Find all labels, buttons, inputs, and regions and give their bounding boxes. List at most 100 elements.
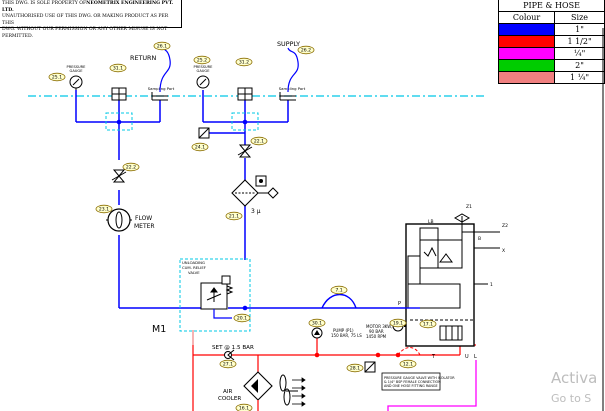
- component-tag: 22.2: [122, 162, 140, 172]
- ownership-note-line2: UNAUTHORISED USE OF THIS DWG. OR MAKING …: [2, 14, 169, 26]
- supply-branch: [202, 90, 289, 260]
- filter-micron-label: 3 μ: [251, 208, 261, 215]
- component-tag: 25.1: [48, 72, 66, 82]
- sampling-port-label: Sampling Port: [148, 86, 175, 91]
- supply-label: SUPPLY: [277, 40, 300, 48]
- ownership-note-line1: THIS DWG. IS SOLE PROPERTY OF: [2, 1, 87, 6]
- power-pack-block: [405, 213, 500, 347]
- flow-meter-label: METER: [134, 223, 155, 230]
- component-tag: 28.1: [346, 363, 364, 373]
- component-tag: 25.2: [193, 55, 211, 65]
- component-tag: 30.1: [308, 318, 326, 328]
- gauge-note: PRESSURE GAUGE VALVE WITH ISOLATOR: [384, 376, 455, 380]
- unloading-valve-drain: [213, 309, 232, 319]
- ownership-note: THIS DWG. IS SOLE PROPERTY OFNEOMETRIX E…: [0, 0, 182, 39]
- watermark-line2: Go to S: [551, 392, 592, 405]
- unloading-valve-label: VALVE: [188, 270, 200, 275]
- component-tag: 23.1: [95, 204, 113, 214]
- component-tag-text: 16.1: [239, 406, 249, 411]
- legend-row: 1 ¼": [497, 71, 605, 84]
- component-tag-text: 28.1: [350, 366, 360, 372]
- pump-note: 150 BAR, 75 LS: [331, 333, 362, 338]
- component-tag-text: 25.1: [52, 75, 62, 81]
- flow-meter: [106, 208, 132, 232]
- motor-note: MOTOR 3KW,: [366, 324, 393, 329]
- component-tag: 20.1: [233, 313, 251, 323]
- needle-valve-center[interactable]: [237, 144, 253, 158]
- return-filter: [231, 175, 279, 207]
- component-tag-text: 21.1: [229, 214, 239, 220]
- component-tag-text: 20.1: [237, 316, 247, 322]
- tag-x: X: [502, 248, 505, 254]
- component-tag: 21.1: [225, 211, 243, 221]
- component-tag: 26.1: [153, 41, 171, 51]
- component-tag: 16.1: [235, 403, 253, 411]
- isolation-valve-left[interactable]: [111, 87, 127, 101]
- pressure-gauge-label: PRESSURE: [67, 65, 87, 69]
- junction-box-center: [231, 112, 259, 131]
- component-tag: 19.1: [389, 318, 407, 328]
- component-tag: 31.2: [235, 57, 253, 67]
- component-tag-text: 22.1: [254, 139, 264, 145]
- return-hose-dashed: [397, 347, 421, 356]
- legend-row: ¼": [497, 47, 605, 60]
- pipe-hose-legend: PIPE & HOSE Colour Size 1" 1 1/2" ¼" 2" …: [497, 0, 605, 84]
- tag-lb: LB: [428, 219, 434, 225]
- fan-icon: [279, 374, 298, 406]
- pressure-gauge-center: [196, 75, 210, 89]
- component-tag: 17.1: [419, 319, 437, 329]
- ownership-note-line3: DWG. WITHOUT OUR PERMISSION OR ANY OTHER…: [2, 27, 168, 33]
- component-tag-text: 31.2: [239, 60, 249, 66]
- pressure-hose: [321, 293, 357, 309]
- pressure-gauge-left: [69, 75, 83, 90]
- ownership-note-line4: PERMITTED.: [2, 33, 33, 39]
- tag-l: L: [474, 354, 477, 360]
- component-tag: 27.1: [219, 359, 237, 369]
- component-tag-text: 26.1: [157, 44, 167, 50]
- set-pressure-label: SET @ 1.5 BAR: [212, 345, 254, 351]
- return-hose: [157, 43, 171, 93]
- drain-component: [364, 361, 376, 373]
- isolation-valve-center[interactable]: [237, 87, 253, 101]
- legend-row: 2": [497, 59, 605, 72]
- sampling-port-left[interactable]: [151, 92, 168, 101]
- component-tag-text: 27.1: [223, 362, 233, 368]
- pilot-line: [387, 360, 477, 411]
- junction-box-left: [105, 112, 133, 131]
- component-tag-text: 7.1: [335, 288, 342, 294]
- pressure-gauge-label: GAUGE: [197, 69, 211, 73]
- air-cooler: [243, 371, 273, 411]
- gauge-note: & 1/4" BSP FEMALE CONNECTION: [384, 380, 441, 384]
- needle-valve-left[interactable]: [111, 169, 127, 183]
- legend-row: 1": [497, 23, 605, 36]
- legend-swatch-5: [497, 71, 556, 84]
- legend-size-4: 2": [554, 59, 605, 72]
- component-tag: 12.1: [399, 359, 417, 369]
- gauge-note: AND ONE HOSE FITTING RANGE: [384, 384, 438, 388]
- unloading-relief-valve[interactable]: [200, 275, 234, 310]
- watermark-line1: Activa: [551, 369, 598, 387]
- component-tag: 31.1: [109, 63, 127, 73]
- component-tag-text: 23.1: [99, 207, 109, 213]
- supply-hose: [287, 47, 299, 93]
- component-tag-text: 19.1: [393, 321, 403, 327]
- tag-1: 1: [490, 282, 493, 288]
- air-cooler-label: AIR: [223, 389, 232, 395]
- component-tag: 7.1: [330, 285, 348, 295]
- component-tag-text: 30.1: [312, 321, 322, 327]
- m1-label: M1: [152, 324, 166, 335]
- legend-swatch-1: [497, 23, 556, 36]
- check-valve[interactable]: [224, 349, 235, 361]
- sampling-port-label: Sampling Port: [279, 86, 306, 91]
- airflow-arrows-icon: [292, 377, 306, 407]
- unloading-valve-label: UNLOADING: [182, 260, 205, 265]
- company-name: NEOMETRIX ENGINEERING PVT. LTD.: [2, 1, 174, 13]
- sampling-port-center[interactable]: [279, 92, 296, 101]
- legend-size-5: 1 ¼": [554, 71, 605, 84]
- component-tag: 22.1: [250, 136, 268, 146]
- component-tag-text: 31.1: [113, 66, 123, 72]
- legend-swatch-3: [497, 47, 556, 60]
- flow-meter-label: FLOW: [135, 215, 152, 222]
